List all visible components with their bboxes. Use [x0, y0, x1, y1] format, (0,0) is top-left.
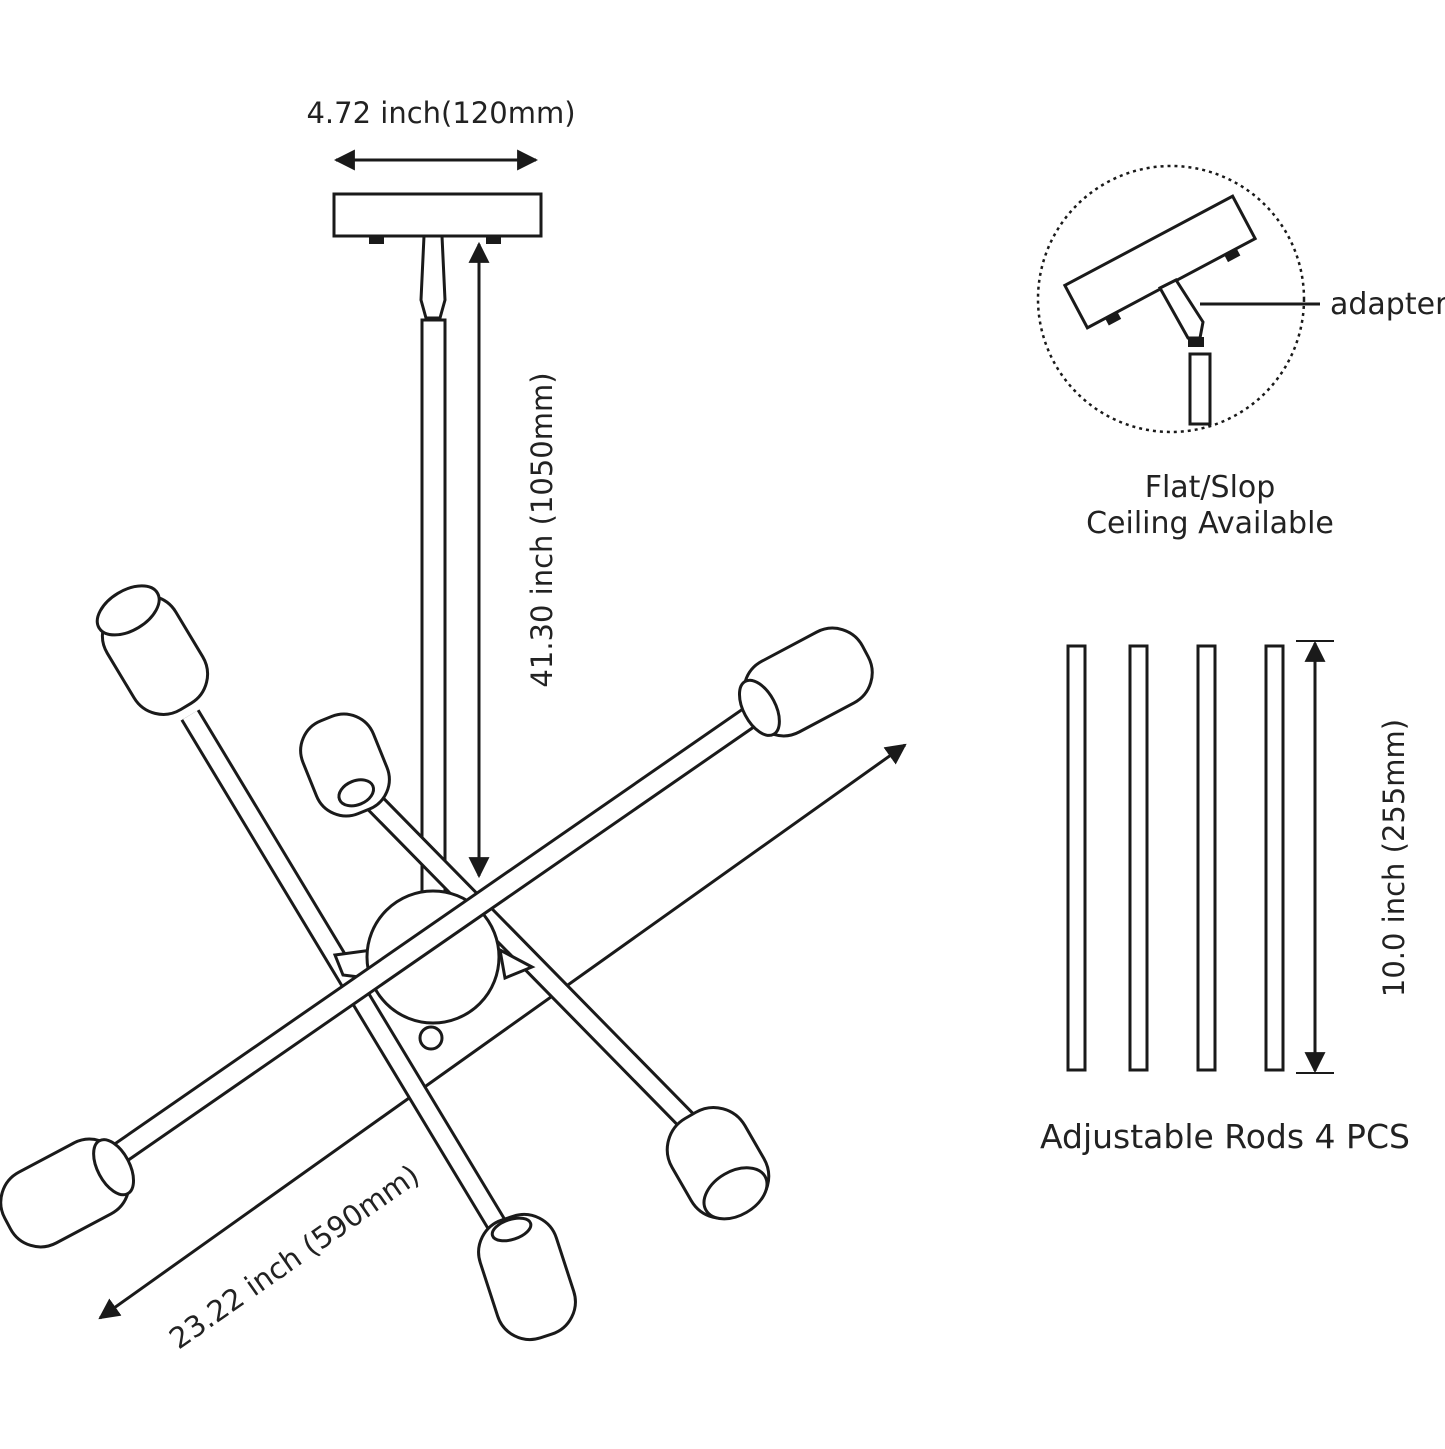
sloped-ceiling-detail: adapter [1036, 164, 1445, 434]
rod-3 [1196, 644, 1217, 1072]
socket-lower-left [0, 1137, 136, 1249]
ceiling-caption-line2: Ceiling Available [1086, 506, 1334, 541]
adapter-piece [1157, 278, 1205, 340]
overall-span-label: 23.22 inch (590mm) [163, 1158, 426, 1356]
rod-1 [1066, 644, 1087, 1072]
rod-4 [1264, 644, 1285, 1072]
rod-length-label: 10.0 inch (255mm) [1377, 719, 1411, 997]
ceiling-canopy [332, 192, 543, 320]
overall-height-label: 41.30 inch (1050mm) [525, 372, 559, 687]
sloped-canopy [1062, 194, 1258, 330]
socket-lower-middle [477, 1213, 577, 1341]
arm-ml-lr [361, 789, 694, 1128]
rod-2 [1128, 644, 1149, 1072]
ceiling-caption-line1: Flat/Slop [1145, 470, 1276, 505]
socket-middle [299, 712, 391, 818]
detail-circle [1036, 164, 1306, 434]
socket-upper-right [737, 626, 874, 738]
rods-caption: Adjustable Rods 4 PCS [1040, 1117, 1410, 1156]
canopy-width-label: 4.72 inch(120mm) [306, 96, 575, 130]
adjustable-rods [1066, 644, 1285, 1072]
detail-rod [1188, 352, 1212, 426]
down-rod [420, 318, 447, 897]
chandelier-fixture [0, 318, 874, 1341]
socket-lower-right [665, 1106, 771, 1221]
overall-span-arrow [98, 743, 907, 1320]
arm-ll-ur [104, 695, 776, 1168]
adapter-label: adapter [1330, 287, 1445, 322]
socket-upper-left [95, 584, 210, 716]
